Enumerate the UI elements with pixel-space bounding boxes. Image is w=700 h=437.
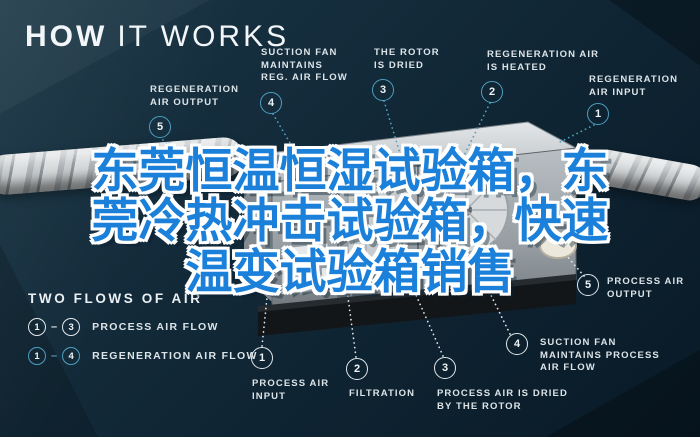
page-title: HOW IT WORKS [25,22,289,52]
callout-circle-regeneration-3: 3 [372,79,394,101]
headline-line-3: 温变试验箱销售 [184,244,516,298]
legend-circle-process-start: 1 [28,318,46,336]
callout-circle-regeneration-2: 2 [481,81,503,103]
callout-label-regeneration-air-output: REGENERATION AIR OUTPUT [150,84,240,108]
chinese-headline: 东莞恒温恒湿试验箱，东 莞冷热冲击试验箱，快速 温变试验箱销售 [0,144,700,298]
callout-circle-process-1: 1 [251,347,273,369]
dehumidifier-cutaway-illustration [242,121,578,336]
legend-title: TWO FLOWS OF AIR [28,291,203,306]
legend-dash: – [51,321,58,333]
callout-label-rotor-dried: THE ROTOR IS DRIED [374,47,440,71]
callout-label-suction-fan-reg: SUCTION FAN MAINTAINS REG. AIR FLOW [261,47,348,84]
legend-two-flows: TWO FLOWS OF AIR 1 – 3 PROCESS AIR FLOW … [28,291,258,376]
callout-label-process-air-dried: PROCESS AIR IS DRIED BY THE ROTOR [437,388,568,412]
callout-circle-regeneration-5: 5 [149,116,171,138]
callout-label-filtration: FILTRATION [349,388,416,399]
callout-circle-process-2: 2 [346,358,368,380]
callout-circle-regeneration-4: 4 [260,92,282,114]
callout-label-process-air-input: PROCESS AIR INPUT [252,378,330,402]
callout-circle-regeneration-1: 1 [587,103,609,125]
legend-row-process: 1 – 3 PROCESS AIR FLOW [28,318,258,336]
legend-label-process: PROCESS AIR FLOW [92,321,219,333]
legend-dash: – [51,350,58,362]
headline-line-1: 东莞恒温恒湿试验箱，东 [90,144,610,198]
title-light: IT WORKS [117,20,290,53]
legend-label-regeneration: REGENERATION AIR FLOW [92,350,258,362]
legend-row-regeneration: 1 – 4 REGENERATION AIR FLOW [28,347,258,365]
callout-label-regeneration-air-input: REGENERATION AIR INPUT [589,74,679,98]
legend-circle-process-end: 3 [62,318,81,336]
callout-label-suction-fan-process: SUCTION FAN MAINTAINS PROCESS AIR FLOW [540,337,660,374]
callout-circle-process-3: 3 [434,357,456,379]
callout-label-regeneration-air-heated: REGENERATION AIR IS HEATED [487,49,600,73]
headline-line-2: 莞冷热冲击试验箱，快速 [90,194,610,248]
legend-circle-regeneration-start: 1 [28,347,46,365]
callout-circle-process-5: 5 [577,274,599,296]
legend-circle-regeneration-end: 4 [62,347,81,365]
title-bold: HOW [25,20,108,53]
callout-label-process-air-output: PROCESS AIR OUTPUT [607,276,685,300]
callout-circle-process-4: 4 [506,333,528,355]
